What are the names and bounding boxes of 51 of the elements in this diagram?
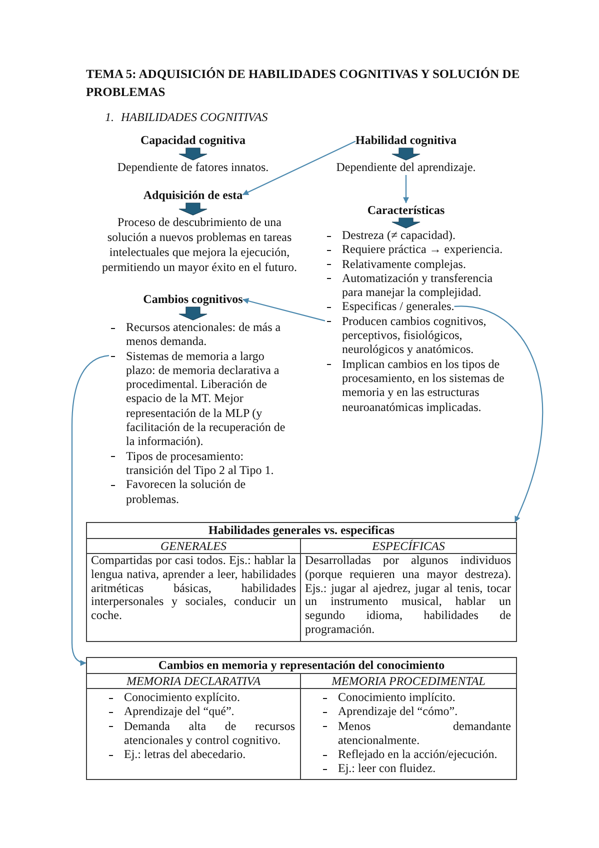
block-arrow: [178, 148, 208, 160]
table-title: Cambios en memoria y representación del conocimiento: [87, 658, 516, 674]
description-text: Dependiente de fatores innatos.: [117, 160, 269, 175]
arrow: [242, 140, 356, 196]
arrow: [71, 355, 110, 666]
list-item-text: Especificas / generales.: [342, 299, 454, 314]
list-item-text: Sistemas de memoria a largo plazo: de memoria declarativa a procedimental. Liberación de espacio de la MT. Mejor representación de la MLP (y facilitación de la recuperación de la información).: [126, 348, 286, 449]
list-item-text: Menos demandante atencionalmente.: [338, 718, 511, 748]
concept-heading: Adquisición de esta: [143, 188, 243, 203]
column-header: MEMORIA PROCEDIMENTAL: [301, 674, 516, 689]
table-cell: Compartidas por casi todos. Ejs.: hablar la lengua nativa, aprender a leer, habilidades aritméticas básicas, habilidades interpersonales y sociales, conducir un coche.: [87, 554, 301, 641]
list-item-text: Demanda alta de recursos atencionales y control cognitivo.: [124, 718, 295, 748]
list-item-text: Aprendizaje del “cómo”.: [338, 704, 459, 719]
list-item-text: Conocimiento explícito.: [124, 690, 241, 704]
list-item-text: Tipos de procesamiento: transición del Tipo 2 al Tipo 1.: [126, 448, 275, 478]
list-item-text: Implican cambios en los tipos de procesamiento, en los sistemas de memoria y en las estructuras neuroanatómicas implicadas.: [342, 356, 506, 414]
list-item-text: Recursos atencionales: de más a menos demanda.: [126, 320, 282, 349]
page-title: TEMA 5: ADQUISICIÓN DE HABILIDADES COGNITIVAS Y SOLUCIÓN DE PROBLEMAS: [86, 66, 521, 101]
block-arrow: [392, 218, 420, 228]
table: [86, 522, 517, 642]
list-item-text: Producen cambios cognitivos, perceptivos, fisiológicos, neurológicos y anatómicos.: [342, 314, 488, 357]
list-item-text: Favorecen la solución de problemas.: [126, 477, 247, 506]
list-item-text: Reflejado en la acción/ejecución.: [338, 747, 498, 762]
list-item-text: Destreza (≠ capacidad).: [342, 228, 456, 242]
block-arrow: [178, 306, 208, 320]
list-item-text: Requiere práctica → experiencia.: [342, 242, 503, 257]
list-item-text: Ej.: letras del abecedario.: [124, 747, 247, 762]
table-title: Habilidades generales vs. especificas: [87, 523, 516, 538]
table-cell: Desarrolladas por algunos individuos (porque requieren una mayor destreza). Ejs.: jugar al ajedrez, jugar al tenis, tocar un instrumento musical, hablar un segundo idioma, habilidades de programación.: [301, 554, 516, 641]
concept-heading: Cambios cognitivos: [143, 292, 243, 307]
list-number: 1.: [105, 110, 114, 125]
arrow: [403, 175, 409, 204]
section-heading: HABILIDADES COGNITIVAS: [121, 110, 268, 125]
block-arrow: [178, 202, 208, 216]
list-item-text: Conocimiento implícito.: [338, 690, 456, 704]
list-item-text: Relativamente complejas.: [342, 256, 466, 271]
description-paragraph: Proceso de descubrimiento de una solución a nuevos problemas en tareas intelectuales que mejora la ejecución, permitiendo un mayor éxito en el futuro.: [97, 215, 302, 275]
block-arrow: [392, 148, 420, 160]
arrow: [242, 298, 326, 322]
arrow: [454, 306, 544, 522]
table: [86, 657, 517, 780]
description-text: Dependiente del aprendizaje.: [336, 160, 476, 175]
column-header: MEMORIA DECLARATIVA: [87, 674, 301, 689]
concept-heading: Características: [367, 203, 445, 218]
concept-heading: Habilidad cognitiva: [355, 133, 457, 148]
column-header: GENERALES: [87, 538, 301, 554]
list-item-text: Aprendizaje del “qué”.: [124, 704, 236, 719]
list-item-text: Ej.: leer con fluidez.: [338, 761, 437, 776]
column-header: ESPECÍFICAS: [301, 538, 516, 554]
concept-heading: Capacidad cognitiva: [140, 133, 246, 148]
list-item-text: Automatización y transferencia para manejar la complejidad.: [342, 270, 494, 300]
